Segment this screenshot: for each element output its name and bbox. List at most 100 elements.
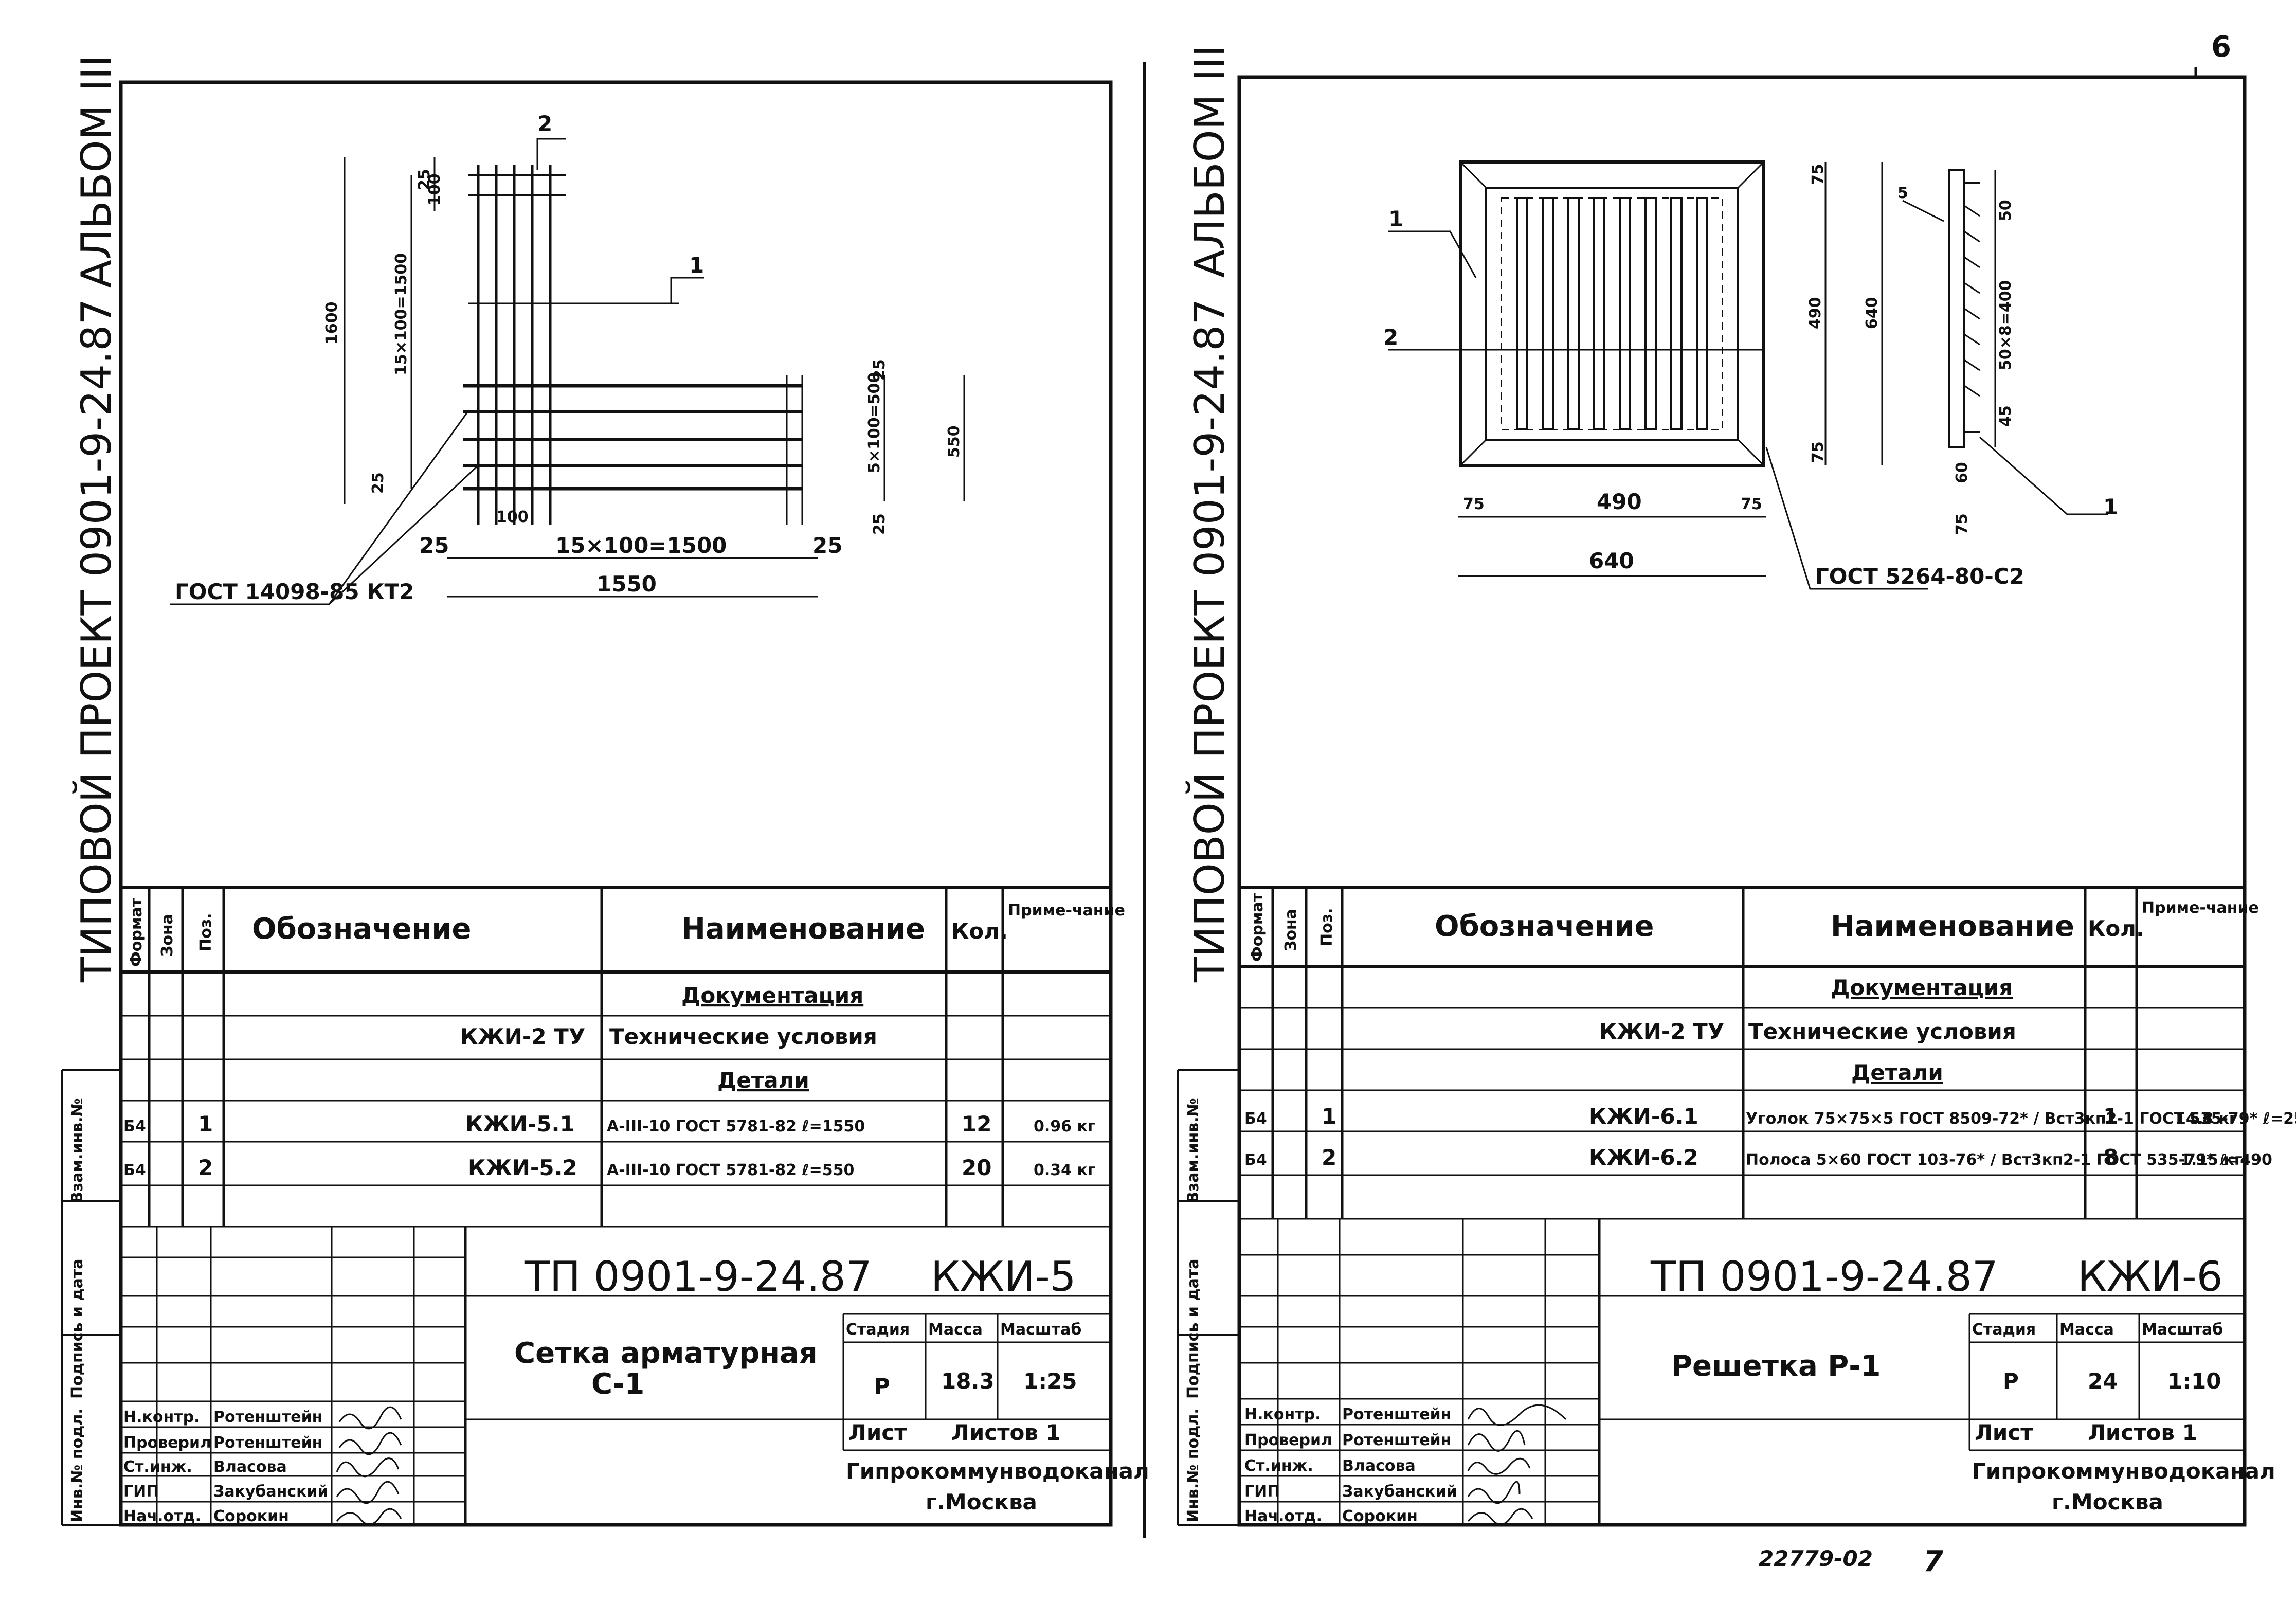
left-project-label: ТИПОВОЙ ПРОЕКТ 0901-9-24.87 [72, 299, 120, 983]
svg-text:1:10: 1:10 [2167, 1368, 2221, 1394]
left-frame [119, 80, 1113, 1527]
svg-text:Ротенштейн: Ротенштейн [1342, 1406, 1451, 1424]
left-spec-table: Формат Зона Поз. Обозначение Наименовани… [121, 886, 1125, 1228]
svg-text:Зона: Зона [1282, 909, 1300, 951]
svg-text:А-III-10 ГОСТ 5781-82 ℓ=550: А-III-10 ГОСТ 5781-82 ℓ=550 [607, 1161, 854, 1179]
svg-text:60: 60 [1953, 462, 1971, 483]
svg-text:8: 8 [2103, 1145, 2118, 1170]
svg-text:75: 75 [1953, 513, 1971, 535]
left-sheet-code: КЖИ-5 [931, 1253, 1076, 1301]
svg-text:А-III-10 ГОСТ 5781-82 ℓ=1550: А-III-10 ГОСТ 5781-82 ℓ=1550 [607, 1118, 865, 1136]
svg-text:25: 25 [812, 533, 842, 558]
footer-page: 7 [1923, 1545, 1943, 1578]
svg-text:Полоса 5×60 ГОСТ 103-76* / Вст: Полоса 5×60 ГОСТ 103-76* / Вст3кп2-1 ГОС… [1746, 1151, 2272, 1169]
svg-text:640: 640 [1589, 548, 1634, 573]
svg-text:1: 1 [198, 1111, 213, 1137]
svg-text:Поз.: Поз. [197, 913, 215, 951]
svg-text:Ст.инж.: Ст.инж. [123, 1458, 192, 1476]
svg-text:5: 5 [1897, 184, 1908, 202]
svg-text:Проверил: Проверил [1244, 1431, 1332, 1449]
right-frame [1237, 75, 2247, 1527]
svg-text:14.8 кг: 14.8 кг [2175, 1110, 2237, 1128]
right-sheet: АЛЬБОМ III ТИПОВОЙ ПРОЕКТ 0901-9-24.87 И… [1177, 45, 2296, 1527]
left-signature-5 [336, 1508, 402, 1525]
svg-text:1550: 1550 [596, 571, 657, 597]
svg-text:Закубанский: Закубанский [1342, 1483, 1457, 1501]
svg-text:75: 75 [1741, 495, 1762, 513]
svg-text:100: 100 [426, 173, 444, 206]
svg-text:Приме-чание: Приме-чание [1008, 902, 1125, 920]
svg-text:550: 550 [945, 425, 963, 458]
svg-text:Технические условия: Технические условия [1748, 1019, 2016, 1044]
svg-text:Власова: Власова [1342, 1457, 1416, 1475]
svg-text:50×8=400: 50×8=400 [1997, 280, 2015, 370]
svg-text:1: 1 [1322, 1104, 1336, 1129]
svg-text:Сорокин: Сорокин [1342, 1507, 1418, 1525]
svg-text:Масштаб: Масштаб [2142, 1321, 2223, 1339]
svg-text:Б4: Б4 [123, 1161, 146, 1179]
svg-text:75: 75 [1463, 495, 1485, 513]
svg-text:25: 25 [369, 472, 387, 494]
svg-text:1: 1 [2103, 1104, 2118, 1129]
left-album-label: АЛЬБОМ III [73, 55, 120, 288]
svg-text:Б4: Б4 [123, 1118, 146, 1136]
svg-text:Б4: Б4 [1244, 1151, 1267, 1169]
svg-text:Р: Р [2003, 1368, 2019, 1394]
svg-text:75: 75 [1809, 164, 1827, 185]
left-doc-code: ТП 0901-9-24.87 [524, 1253, 872, 1301]
svg-text:25: 25 [419, 533, 449, 558]
svg-text:Р: Р [874, 1374, 890, 1399]
svg-text:Власова: Власова [213, 1458, 287, 1476]
svg-text:Ротенштейн: Ротенштейн [213, 1434, 322, 1452]
svg-text:Листов 1: Листов 1 [951, 1420, 1061, 1445]
svg-text:490: 490 [1597, 489, 1642, 514]
svg-text:Стадия: Стадия [846, 1321, 910, 1339]
right-album-label: АЛЬБОМ III [1186, 45, 1234, 278]
right-project-label: ТИПОВОЙ ПРОЕКТ 0901-9-24.87 [1185, 299, 1234, 983]
svg-text:Закубанский: Закубанский [213, 1483, 329, 1501]
svg-text:Детали: Детали [717, 1068, 809, 1093]
svg-text:Сорокин: Сорокин [213, 1507, 289, 1525]
svg-text:25: 25 [871, 513, 889, 535]
svg-text:Кол.: Кол. [2088, 916, 2144, 941]
left-signature-4 [336, 1481, 400, 1504]
svg-text:Стадия: Стадия [1972, 1321, 2036, 1339]
svg-text:490: 490 [1806, 297, 1824, 329]
right-signature-4 [1467, 1481, 1521, 1504]
left-title: Сетка арматурная [514, 1337, 818, 1370]
left-vzam: Взам.инв.№ [68, 1098, 86, 1203]
right-podpis: Подпись и дата [1184, 1259, 1202, 1399]
svg-text:5×100=500: 5×100=500 [865, 372, 883, 473]
svg-text:2: 2 [1383, 325, 1398, 350]
svg-text:Лист: Лист [1975, 1420, 2033, 1445]
svg-text:С-1: С-1 [591, 1367, 644, 1401]
svg-text:Ротенштейн: Ротенштейн [213, 1408, 322, 1426]
svg-text:75: 75 [1809, 441, 1827, 463]
svg-text:Формат: Формат [1249, 892, 1267, 962]
left-signature-1 [338, 1406, 402, 1430]
svg-text:15×100=1500: 15×100=1500 [555, 533, 727, 558]
svg-text:Приме-чание: Приме-чание [2142, 899, 2259, 917]
svg-text:КЖИ-5.2: КЖИ-5.2 [468, 1155, 577, 1180]
svg-text:1600: 1600 [323, 302, 341, 345]
svg-text:Ст.инж.: Ст.инж. [1244, 1457, 1313, 1475]
svg-text:15×100=1500: 15×100=1500 [392, 253, 410, 375]
svg-text:Наименование: Наименование [681, 912, 925, 946]
svg-text:Гипрокоммунводоканал: Гипрокоммунводоканал [846, 1458, 1149, 1484]
right-gost-label: ГОСТ 5264-80-С2 [1815, 564, 2024, 589]
left-inv-podl: Инв.№ подл. [68, 1408, 86, 1522]
svg-text:Ротенштейн: Ротенштейн [1342, 1431, 1451, 1449]
right-inv-podl: Инв.№ подл. [1184, 1408, 1202, 1522]
left-gost-label: ГОСТ 14098-85 КТ2 [175, 579, 414, 604]
left-mesh-drawing: 2 1 ГОСТ 14098-85 КТ2 15×100=1500 1550 2… [170, 111, 965, 605]
svg-text:25: 25 [871, 359, 889, 381]
svg-text:Детали: Детали [1851, 1060, 1943, 1085]
right-title: Решетка Р-1 [1671, 1349, 1881, 1383]
svg-text:2: 2 [537, 111, 552, 136]
svg-text:Уголок 75×75×5 ГОСТ 8509-72* /: Уголок 75×75×5 ГОСТ 8509-72* / Вст3кп2-1… [1746, 1110, 2296, 1128]
svg-text:КЖИ-5.1: КЖИ-5.1 [465, 1111, 575, 1137]
svg-text:г.Москва: г.Москва [2052, 1489, 2163, 1515]
svg-text:Н.контр.: Н.контр. [1244, 1406, 1321, 1424]
svg-text:Гипрокоммунводоканал: Гипрокоммунводоканал [1972, 1458, 2275, 1484]
